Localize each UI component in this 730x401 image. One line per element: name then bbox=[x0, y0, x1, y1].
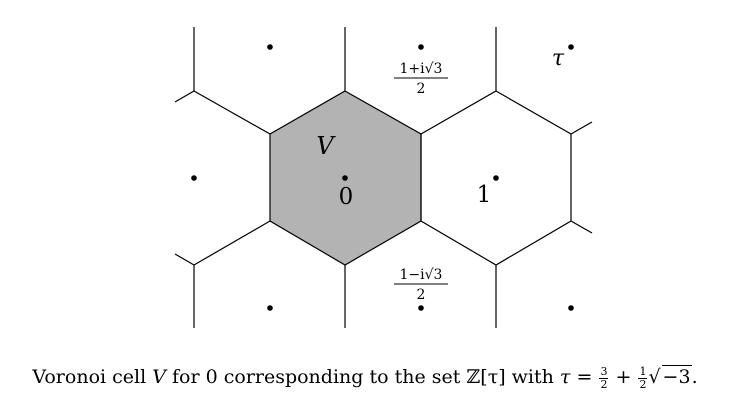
edge bbox=[570, 220, 593, 234]
upper-fraction-label: 1+i√3 2 bbox=[394, 61, 448, 97]
fraction-denominator: 2 bbox=[639, 377, 647, 391]
lattice-points bbox=[191, 44, 574, 311]
edge bbox=[570, 121, 593, 135]
upper-fraction-denominator: 2 bbox=[417, 81, 426, 97]
edge bbox=[193, 220, 271, 266]
lattice-point-one bbox=[493, 175, 499, 181]
lattice-point bbox=[267, 44, 273, 50]
caption-set-argument: [τ] bbox=[480, 366, 506, 388]
caption-set-symbol: ℤ bbox=[466, 366, 481, 388]
cell-label: V bbox=[316, 132, 336, 160]
origin-label: 0 bbox=[339, 184, 354, 210]
edge bbox=[174, 253, 195, 266]
lower-fraction-label: 1−i√3 2 bbox=[394, 267, 448, 303]
edge bbox=[193, 90, 271, 135]
lattice-point bbox=[418, 305, 424, 311]
caption-prefix: Voronoi cell bbox=[32, 366, 153, 388]
caption-plus: + bbox=[609, 366, 638, 388]
caption-cell-symbol: V bbox=[152, 366, 166, 388]
lattice-point bbox=[267, 305, 273, 311]
lower-fraction-denominator: 2 bbox=[417, 287, 426, 303]
fraction-numerator: 1 bbox=[638, 364, 648, 379]
fraction-numerator: 3 bbox=[599, 364, 609, 379]
voronoi-edges bbox=[174, 27, 593, 328]
caption-end: . bbox=[691, 366, 698, 388]
caption-mid-text: for 0 corresponding to the set bbox=[165, 366, 467, 388]
fraction-denominator: 2 bbox=[600, 377, 608, 391]
tau-label: τ bbox=[552, 46, 565, 71]
lattice-point bbox=[418, 44, 424, 50]
lattice-point bbox=[191, 175, 197, 181]
edge bbox=[174, 90, 195, 103]
caption-root-sign: √ bbox=[648, 366, 661, 388]
caption-root-argument: −3 bbox=[661, 365, 692, 388]
lattice-point bbox=[568, 305, 574, 311]
caption-with-text: with bbox=[505, 366, 560, 388]
lattice-point-origin bbox=[342, 175, 348, 181]
figure-caption: Voronoi cell V for 0 corresponding to th… bbox=[0, 360, 730, 394]
caption-tau-symbol: τ bbox=[559, 366, 571, 388]
caption-equals: = bbox=[570, 366, 599, 388]
lattice-point bbox=[568, 44, 574, 50]
upper-fraction-numerator: 1+i√3 bbox=[400, 61, 443, 77]
lower-fraction-numerator: 1−i√3 bbox=[400, 267, 443, 283]
one-label: 1 bbox=[477, 182, 492, 208]
voronoi-diagram: V 0 1 τ 1+i√3 2 1−i√3 2 bbox=[174, 27, 593, 328]
